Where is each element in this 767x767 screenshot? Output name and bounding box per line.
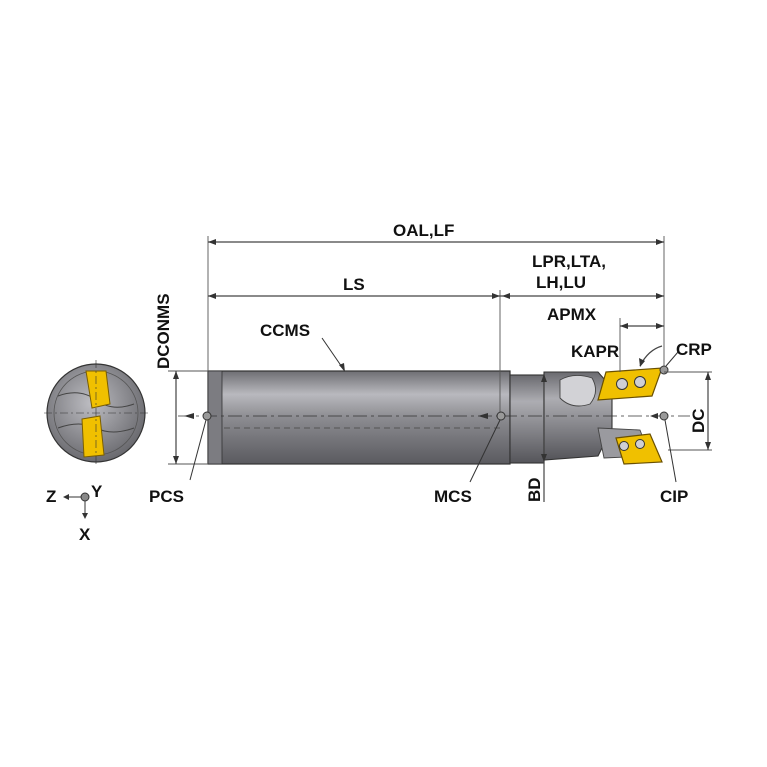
insert-upper-screw-2 — [634, 376, 646, 388]
chip-pocket — [559, 375, 596, 407]
label-dc: DC — [689, 408, 708, 433]
dim-bd-arrow-b — [541, 454, 547, 462]
dim-dconms-arrow-t — [173, 371, 179, 379]
cip-leader — [664, 419, 677, 483]
cip-point — [659, 411, 669, 421]
neck — [509, 374, 545, 464]
shank — [207, 370, 511, 465]
axis-triad: Z Y X — [46, 482, 103, 544]
label-ls: LS — [343, 275, 365, 294]
axis-z-label: Z — [46, 487, 56, 506]
label-ccms: CCMS — [260, 321, 310, 340]
cip-z-arrow — [650, 413, 658, 419]
dim-kapr-arrow — [639, 358, 645, 367]
label-lpr-lta-1: LPR,LTA, — [532, 252, 606, 271]
label-oal-lf: OAL,LF — [393, 221, 454, 240]
mcs-leader — [469, 419, 501, 483]
end-view — [44, 360, 148, 466]
label-apmx: APMX — [547, 305, 597, 324]
end-view-insert-bottom — [81, 415, 105, 458]
dim-ls-arrow-r — [492, 293, 500, 299]
label-crp: CRP — [676, 340, 712, 359]
dim-lpr-arrow-l — [502, 293, 510, 299]
pcs-point — [202, 411, 212, 421]
label-pcs: PCS — [149, 487, 184, 506]
label-cip: CIP — [660, 487, 688, 506]
dim-bd-arrow-t — [541, 374, 547, 382]
crp-leader — [665, 351, 679, 367]
dim-dc-arrow-t — [705, 372, 711, 380]
label-mcs: MCS — [434, 487, 472, 506]
dim-oal-arrow-r — [656, 239, 664, 245]
tool-side-view — [178, 367, 690, 465]
end-view-insert-top — [85, 370, 111, 409]
axis-y-label: Y — [91, 482, 103, 501]
insert-lower — [615, 433, 663, 465]
dim-dconms-arrow-b — [173, 456, 179, 464]
label-bd: BD — [525, 477, 544, 502]
insert-lower-screw-2 — [635, 439, 645, 449]
axis-z-arrow — [63, 494, 69, 500]
label-kapr: KAPR — [571, 342, 619, 361]
dim-oal-arrow-l — [208, 239, 216, 245]
ccms-arrow — [339, 363, 345, 372]
crp-point — [659, 365, 669, 375]
mcs-z-arrow — [478, 413, 488, 419]
axis-x-arrow — [82, 513, 88, 519]
dim-lpr-arrow-r — [656, 293, 664, 299]
dim-apmx-arrow-r — [656, 323, 664, 329]
insert-upper-screw-1 — [616, 378, 628, 390]
pcs-leader — [189, 419, 207, 481]
axis-x-label: X — [79, 525, 91, 544]
label-lpr-lta-2: LH,LU — [536, 273, 586, 292]
dim-apmx-arrow-l — [620, 323, 628, 329]
pcs-z-arrow — [184, 413, 194, 419]
mcs-point — [496, 411, 506, 421]
dim-ls-arrow-l — [208, 293, 216, 299]
insert-lower-screw-1 — [619, 441, 629, 451]
dim-dc-arrow-b — [705, 442, 711, 450]
dimensions: OAL,LF LS LPR,LTA, LH,LU APMX KAPR CRP D… — [149, 221, 712, 506]
axis-origin — [80, 492, 90, 502]
insert-upper — [597, 367, 663, 401]
label-dconms: DCONMS — [154, 293, 173, 369]
